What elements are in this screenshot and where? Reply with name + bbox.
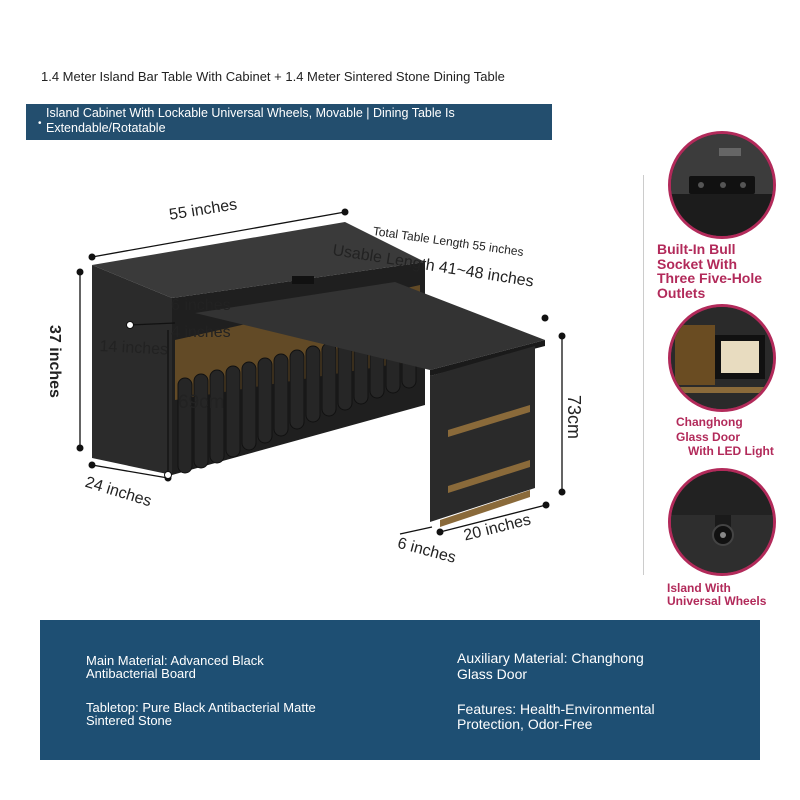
socket-caption-line: Outlets <box>657 284 706 301</box>
glass-door-caption-line: Glass Door <box>676 429 741 444</box>
spec-line: Protection, Odor-Free <box>457 716 593 732</box>
socket-caption-line: Built-In Bull <box>657 241 736 257</box>
spec-line: Glass Door <box>457 666 528 682</box>
spec-line: Tabletop: Pure Black Antibacterial Matte <box>86 700 316 715</box>
glass-door-feature-image <box>668 304 776 412</box>
spec-line: Auxiliary Material: Changhong <box>457 650 644 666</box>
dim-four: 4 inches <box>171 324 231 341</box>
feature-banner: • Island Cabinet With Lockable Universal… <box>26 104 552 140</box>
glass-door-caption: Changhong Glass Door With LED Light <box>676 415 774 459</box>
dim-sixty-nine: 69cm <box>178 392 225 413</box>
wheel-caption-line: Island With <box>667 581 731 595</box>
socket-caption: Built-In Bull Socket With Three Five-Hol… <box>657 242 762 300</box>
product-illustration <box>76 208 566 536</box>
spec-line: Sintered Stone <box>86 713 173 728</box>
spec-features: Features: Health-Environmental Protectio… <box>457 702 655 732</box>
cabinet-top <box>92 222 425 298</box>
dim-six-top: 6 inches <box>171 297 231 314</box>
socket-feature-image <box>668 131 776 239</box>
dining-shelf <box>430 346 535 522</box>
banner-line-2: Extendable/Rotatable <box>46 121 166 135</box>
spec-main-material: Main Material: Advanced Black Antibacter… <box>86 654 264 680</box>
glass-door-caption-line: Changhong <box>676 415 743 429</box>
wheel-feature-image <box>668 468 776 576</box>
socket-icon <box>671 134 773 236</box>
page-title: 1.4 Meter Island Bar Table With Cabinet … <box>41 69 505 84</box>
spec-line: Antibacterial Board <box>86 666 196 681</box>
spec-tabletop: Tabletop: Pure Black Antibacterial Matte… <box>86 701 316 727</box>
spec-line: Features: Health-Environmental <box>457 701 655 717</box>
spec-line: Main Material: Advanced Black <box>86 653 264 668</box>
dim-seventy-three: 73cm <box>564 395 584 440</box>
banner-bullet: • <box>38 118 42 129</box>
spec-panel: Main Material: Advanced Black Antibacter… <box>40 620 760 760</box>
wheel-caption-line: Universal Wheels <box>667 594 767 608</box>
wheel-icon <box>671 471 773 573</box>
glass-door-caption-line: With LED Light <box>688 444 774 458</box>
divider <box>643 175 644 575</box>
fluted-panels <box>177 327 417 474</box>
wheel-caption: Island With Universal Wheels <box>667 582 766 608</box>
cabinet-side <box>92 265 172 475</box>
banner-line-1: Island Cabinet With Lockable Universal W… <box>46 106 455 120</box>
dim-height-left: 37 inches <box>46 325 63 398</box>
spec-auxiliary: Auxiliary Material: Changhong Glass Door <box>457 650 644 682</box>
glass-door-led-icon <box>671 307 773 409</box>
socket-caption-line: Socket With <box>657 255 737 272</box>
dining-tabletop <box>195 282 545 370</box>
top-socket <box>292 276 314 284</box>
dim-fourteen: 14 inches <box>99 338 169 359</box>
socket-caption-line: Three Five-Hole <box>657 270 763 286</box>
